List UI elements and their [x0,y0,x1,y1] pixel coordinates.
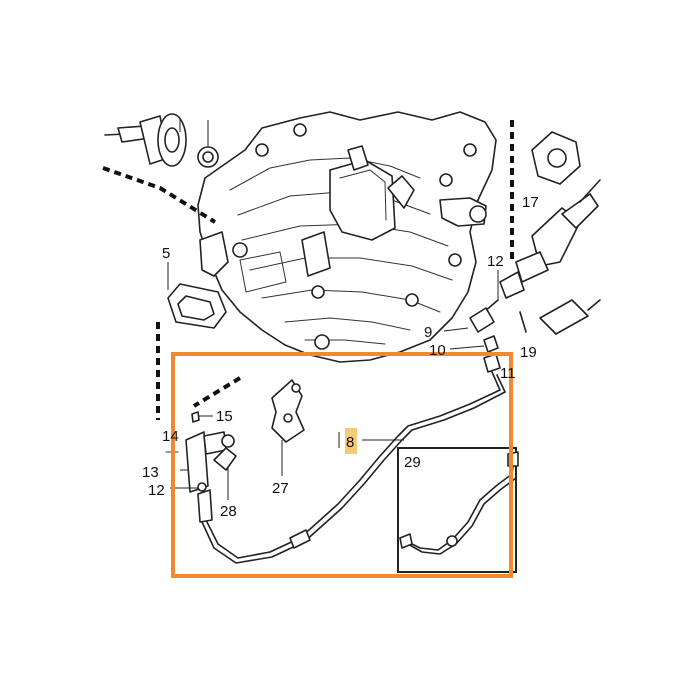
callout-28[interactable]: 28 [220,503,237,520]
part-27-bracket [271,379,305,476]
part-17-cylinder [483,131,601,313]
highlight-frame [171,352,513,578]
callout-11[interactable]: 11 [500,365,516,382]
callout-8[interactable]: 8 [346,434,354,451]
callout-15[interactable]: 15 [216,408,233,425]
callout-17[interactable]: 17 [522,194,539,211]
gearbox-housing [197,111,497,363]
callout-5[interactable]: 5 [162,245,170,262]
callout-14[interactable]: 14 [162,428,179,445]
callout-12-bottom[interactable]: 12 [148,482,165,499]
callout-13[interactable]: 13 [142,464,159,481]
callout-19[interactable]: 19 [520,344,537,361]
pipe-connectors [443,270,501,373]
callout-10[interactable]: 10 [429,342,446,359]
part-8-hydraulic-pipe [201,371,506,564]
release-bearing-group [104,113,219,168]
callout-9[interactable]: 9 [424,324,432,341]
inset-box-29 [397,447,519,573]
callout-29[interactable]: 29 [404,454,421,471]
callout-12-top[interactable]: 12 [487,253,504,270]
callout-27[interactable]: 27 [272,480,289,497]
selected-part-badge [345,428,357,454]
part-28-clip [213,447,237,500]
part-5-boot [167,262,227,329]
guide-line-master-cylinder [192,376,242,408]
master-cylinder-group [165,411,235,523]
guide-line-top-left [102,166,217,224]
part-19-sensor [519,299,601,335]
